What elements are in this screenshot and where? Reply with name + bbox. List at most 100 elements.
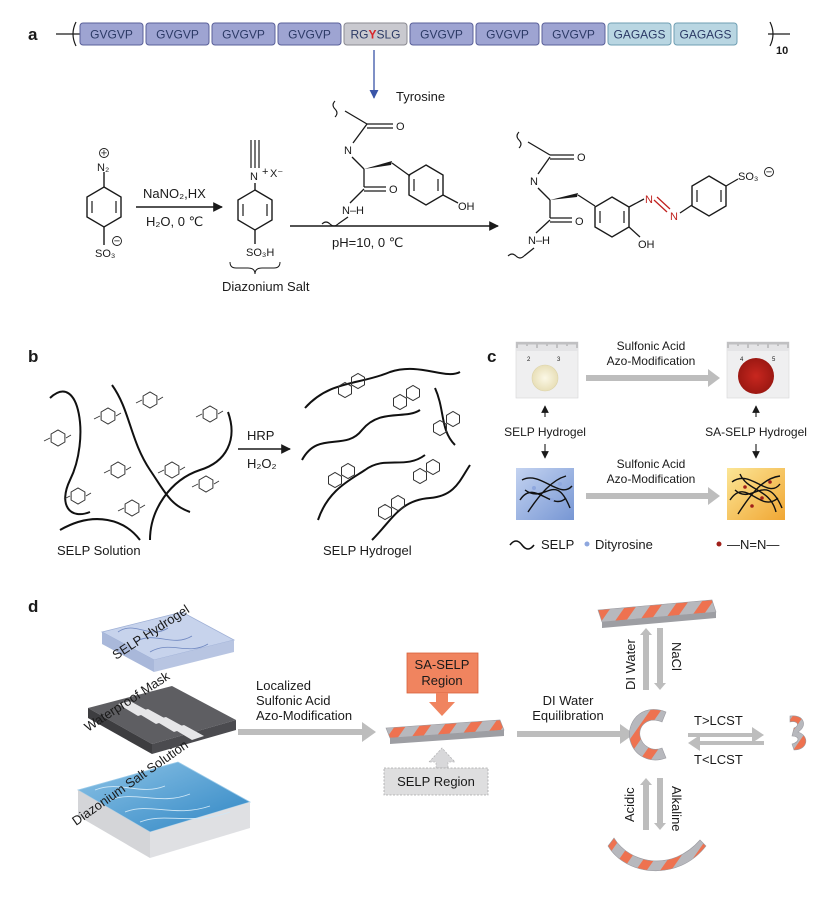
phenol-monomer xyxy=(164,461,180,479)
enzyme-hrp: HRP xyxy=(247,428,274,443)
alkaline-label: Alkaline xyxy=(669,786,684,832)
reagent-ph: pH=10, 0 ℃ xyxy=(332,235,403,250)
charge-plus-2: + xyxy=(262,166,268,178)
selp-region-label: SELP Region xyxy=(397,774,475,789)
t-above-lcst: T>LCST xyxy=(694,713,743,728)
tyrosine-label: Tyrosine xyxy=(396,89,445,104)
atom-n-1: N xyxy=(344,145,352,157)
acidic-label: Acidic xyxy=(622,787,637,822)
ruler-right-tick-1: 4 xyxy=(740,357,744,363)
azo-product-structure: O N O N–H OH N N SO₃ − xyxy=(507,131,774,259)
ruler-left-tick-1: 2 xyxy=(527,357,531,363)
atom-so3: SO₃ xyxy=(95,248,115,260)
selp-hydrogel-sketch xyxy=(301,367,471,541)
diazonium-salt-label: Diazonium Salt xyxy=(222,279,310,294)
curled-strip-center xyxy=(629,709,667,761)
reagent-nano2: NaNO₂,HX xyxy=(143,186,206,201)
dityrosine-ring xyxy=(426,458,440,476)
sequence-block xyxy=(541,22,606,46)
dityrosine-ring xyxy=(341,462,355,480)
diazonium-salt-structure: N + X⁻ SO₃H xyxy=(229,140,283,275)
sequence-block xyxy=(607,22,672,46)
arrow-modification-bottom xyxy=(586,487,720,505)
phenol-monomer xyxy=(198,475,214,493)
arrow-nacl xyxy=(654,628,666,690)
repeat-count: 10 xyxy=(776,45,788,57)
diazonium-solution-layer xyxy=(76,761,252,858)
legend-panel-c: SELP Dityrosine —N=N— xyxy=(509,537,779,552)
selp-hydrogel-label-b: SELP Hydrogel xyxy=(323,543,412,558)
phenol-monomer xyxy=(124,499,140,517)
sa-selp-hydrogel-photo: 4 5 xyxy=(726,341,790,399)
step2-line2: Equilibration xyxy=(532,708,604,723)
sa-selp-hydrogel-label: SA-SELP Hydrogel xyxy=(705,425,807,439)
dityrosine-ring xyxy=(406,384,420,402)
coiled-strip-right xyxy=(789,715,807,751)
phenol-monomer xyxy=(110,461,126,479)
sa-selp-network-cube xyxy=(727,468,785,520)
arrow-acidic xyxy=(640,778,652,830)
sequence-block-label: RGYSLG xyxy=(350,28,400,42)
panel-label-c: c xyxy=(487,347,496,366)
di-water-label: DI Water xyxy=(623,639,638,690)
charge-minus: − xyxy=(114,236,120,248)
arrow-localized-modification xyxy=(238,722,376,742)
selp-solution-label: SELP Solution xyxy=(57,543,141,558)
mod-bottom-line2: Azo-Modification xyxy=(607,472,696,486)
sequence-block xyxy=(79,22,144,46)
atom-n2: N₂ xyxy=(97,162,109,174)
selp-network-cube xyxy=(516,468,574,520)
ruler-right-tick-2: 5 xyxy=(772,357,776,363)
arrow-heating xyxy=(688,727,764,743)
sa-region-line2: Region xyxy=(421,673,462,688)
step2-line1: DI Water xyxy=(543,693,594,708)
bent-strip-bottom xyxy=(607,837,707,872)
flat-strip-top xyxy=(597,599,717,628)
atom-oh-2: OH xyxy=(638,239,655,251)
mod-top-line1: Sulfonic Acid xyxy=(617,339,686,353)
phenol-monomer xyxy=(70,487,86,505)
reagent-water-temp: H₂O, 0 ℃ xyxy=(146,214,203,229)
step1-line3: Azo-Modification xyxy=(256,708,352,723)
mod-bottom-line1: Sulfonic Acid xyxy=(617,457,686,471)
dityrosine-ring xyxy=(338,381,352,399)
charge-plus: + xyxy=(101,148,107,160)
selp-region-callout: SELP Region xyxy=(383,747,489,796)
sequence-block-label: GVGVP xyxy=(288,28,331,42)
t-below-lcst: T<LCST xyxy=(694,752,743,767)
arrow-alkaline xyxy=(654,778,666,830)
mod-top-line2: Azo-Modification xyxy=(607,354,696,368)
atom-oh-1: OH xyxy=(458,201,475,213)
ruler-left-tick-2: 3 xyxy=(557,357,561,363)
sequence-block xyxy=(673,22,738,46)
panel-label-d: d xyxy=(28,597,38,616)
sequence-block xyxy=(409,22,474,46)
dityrosine-ring xyxy=(351,372,365,390)
dityrosine-ring xyxy=(446,410,460,428)
atom-o-2: O xyxy=(389,184,398,196)
arrow-cooling xyxy=(688,735,764,751)
atom-n-2: N xyxy=(530,176,538,188)
patterned-strip xyxy=(385,719,505,744)
sequence-block-label: GAGAGS xyxy=(679,28,731,42)
sequence-block xyxy=(343,22,408,46)
tyrosine-residue-structure: O N O N–H OH xyxy=(321,100,475,227)
sequence-block-label: GVGVP xyxy=(486,28,529,42)
phenol-monomer xyxy=(100,407,116,425)
arrow-di-water xyxy=(640,628,652,690)
sequence-block xyxy=(211,22,276,46)
legend-selp-symbol xyxy=(509,540,535,550)
dityrosine-ring xyxy=(393,393,407,411)
charge-minus-2: − xyxy=(766,167,772,179)
legend-dityrosine-symbol xyxy=(584,541,590,547)
sequence-block-label: GVGVP xyxy=(90,28,133,42)
sequence-block-label: GVGVP xyxy=(156,28,199,42)
sequence-block-label: GVGVP xyxy=(222,28,265,42)
panel-label-a: a xyxy=(28,25,38,44)
atom-o-1: O xyxy=(396,121,405,133)
nacl-label: NaCl xyxy=(669,642,684,671)
atom-o-4: O xyxy=(575,216,584,228)
dityrosine-ring xyxy=(413,467,427,485)
